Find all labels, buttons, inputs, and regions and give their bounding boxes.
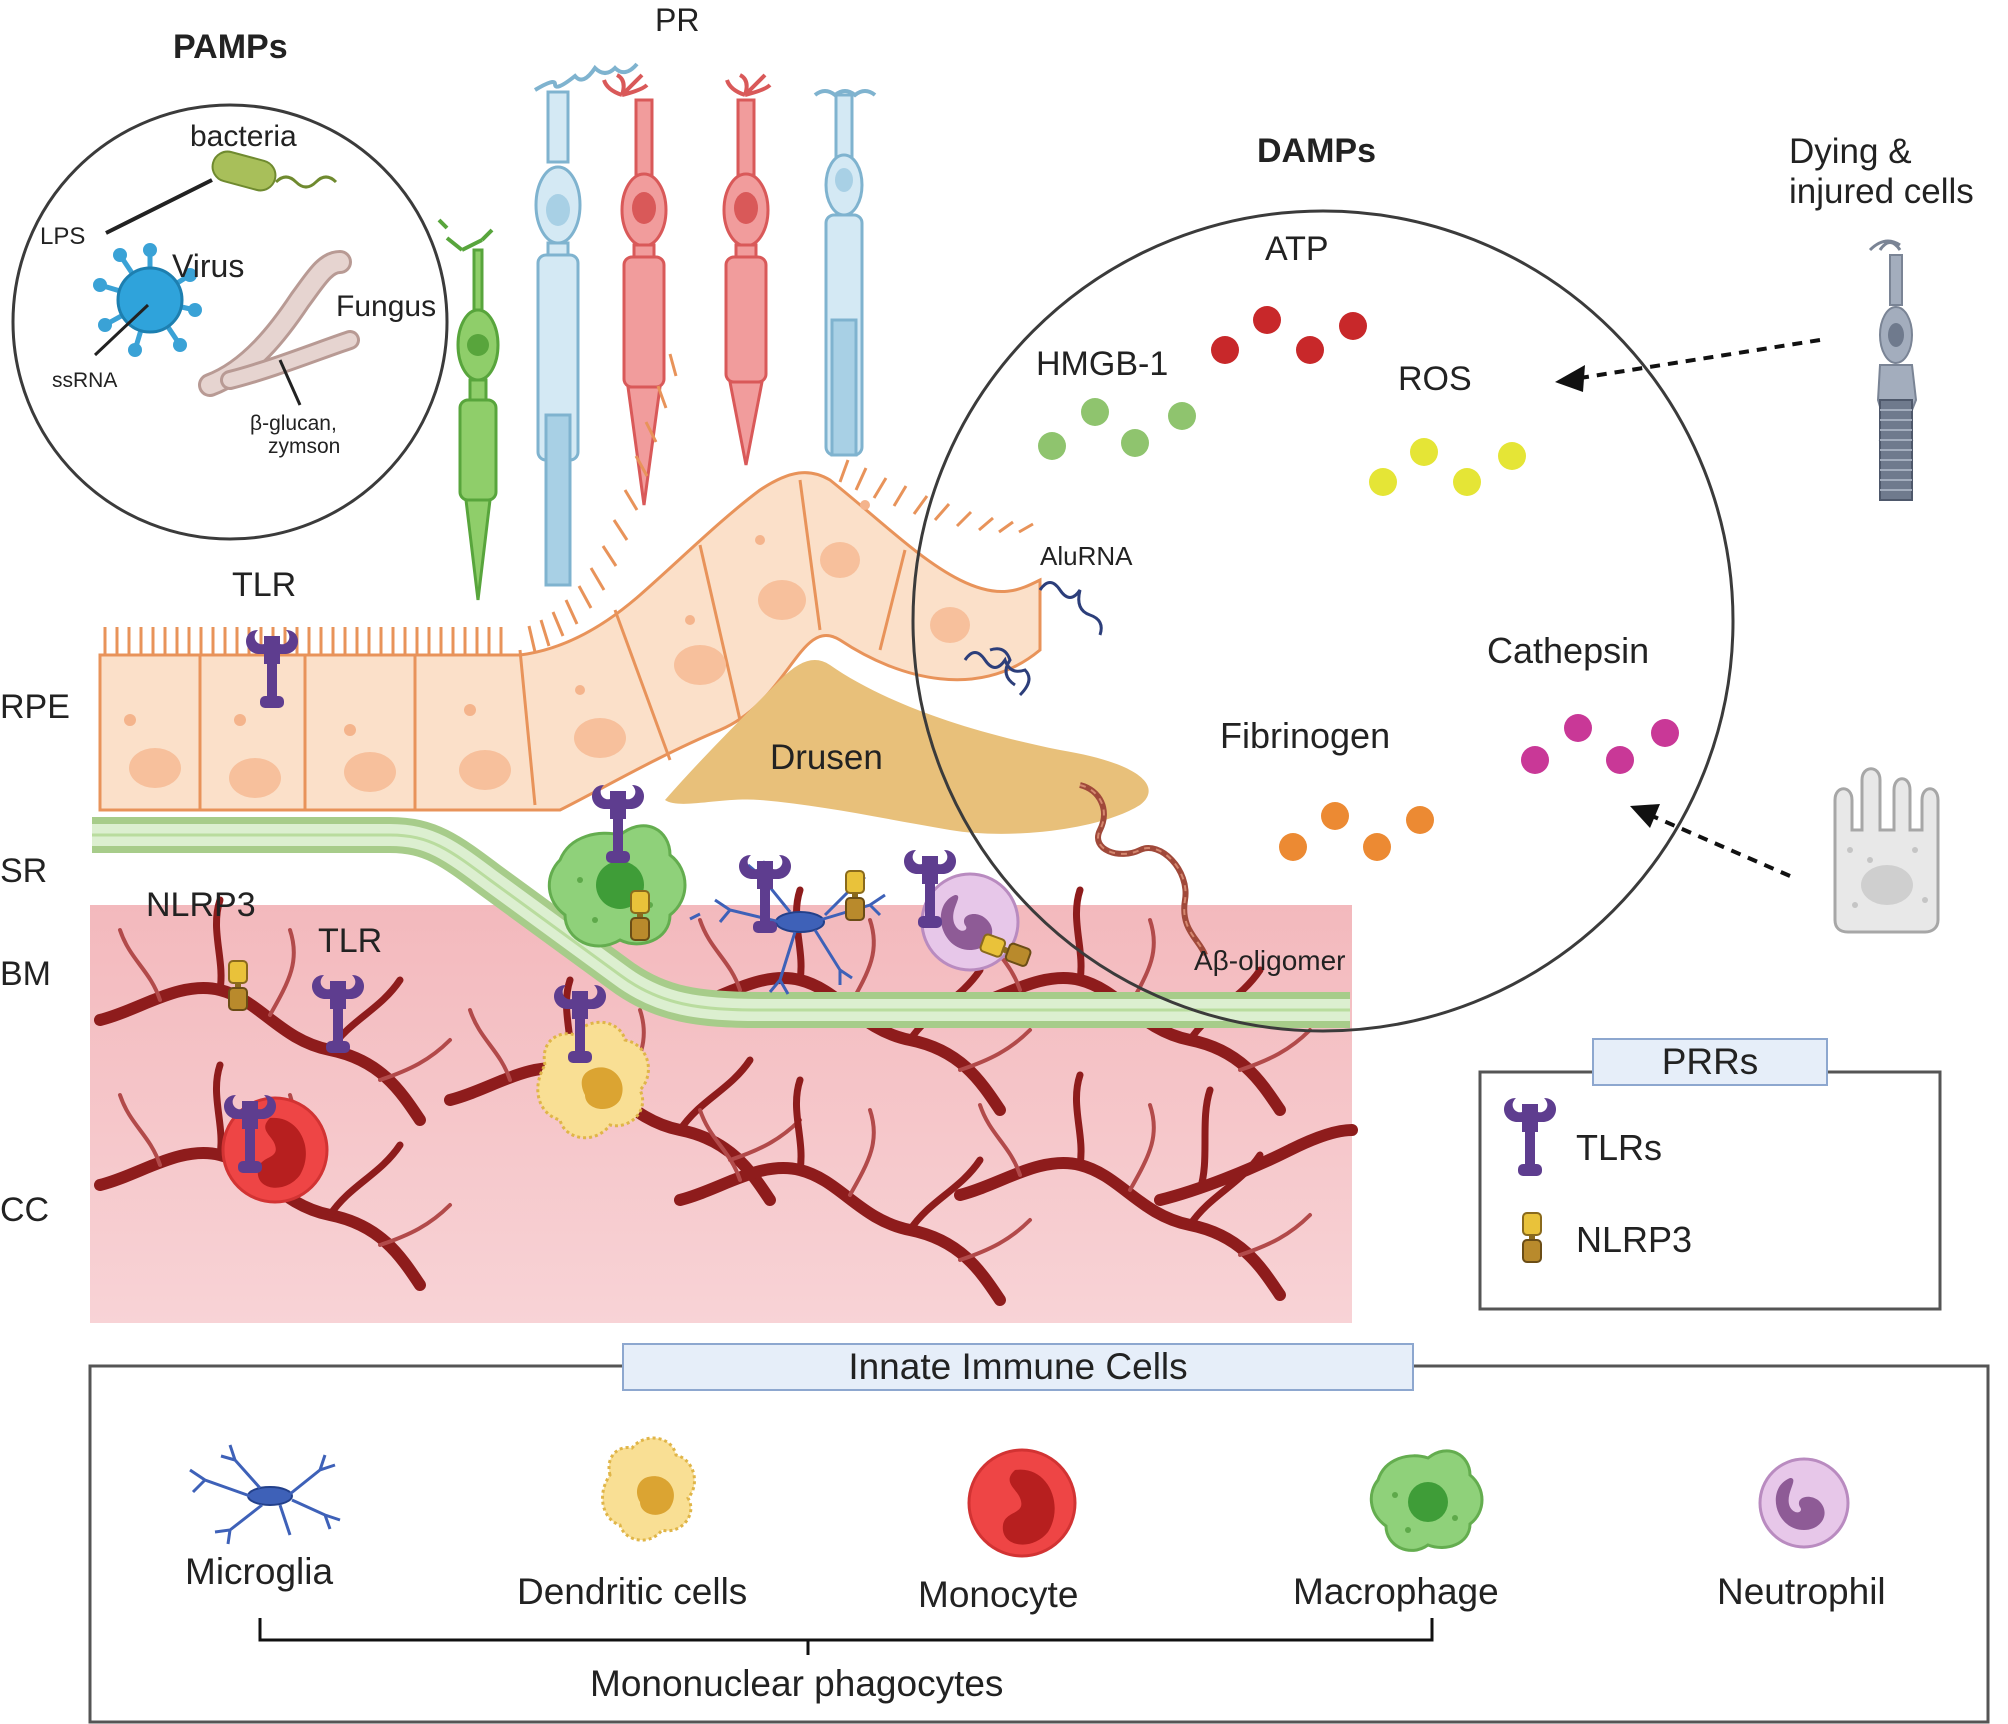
hmgb1-label: HMGB-1 (1036, 345, 1169, 383)
cathepsin-label: Cathepsin (1487, 630, 1650, 671)
alurna-label: AluRNA (1040, 541, 1133, 571)
nlrp3-cc-label: NLRP3 (146, 886, 256, 924)
nlrp3-inflammasome-microglia (845, 870, 865, 921)
bacteria-icon (211, 150, 338, 192)
mononuclear-phagocytes-bracket (258, 1618, 1434, 1655)
photoreceptor-blue-2 (813, 89, 877, 457)
cathepsin-molecules (1521, 714, 1679, 774)
dying-cells-label-line1: Dying & (1789, 132, 1912, 171)
virus-icon (93, 243, 202, 357)
dendritic-cells-label: Dendritic cells (517, 1571, 748, 1612)
rpe-layer-label: RPE (0, 688, 70, 726)
ros-molecules (1369, 438, 1526, 496)
dying-cells-label-line2: injured cells (1789, 172, 1974, 211)
bacteria-label: bacteria (190, 120, 297, 153)
lps-label: LPS (40, 223, 86, 250)
bm-layer-label: BM (0, 955, 51, 993)
atp-molecules (1211, 306, 1367, 364)
pamps-title: PAMPs (173, 28, 288, 66)
sr-layer-label: SR (0, 852, 48, 890)
tlr-rpe-label: TLR (232, 566, 297, 604)
ssrna-label: ssRNA (52, 369, 118, 392)
hmgb1-molecules (1038, 398, 1196, 460)
rpe-layer (98, 353, 1042, 812)
photoreceptor-blue-1 (533, 62, 639, 587)
prrs-legend-box (1478, 1070, 1942, 1311)
dying-photoreceptor-icon (1868, 239, 1918, 501)
drusen-label: Drusen (770, 738, 883, 777)
legend-dendritic-icon (601, 1436, 696, 1542)
fibrinogen-label: Fibrinogen (1220, 715, 1391, 756)
choroid-vessels (100, 890, 1358, 1300)
damps-title: DAMPs (1257, 132, 1377, 170)
mononuclear-phagocytes-label: Mononuclear phagocytes (590, 1663, 1004, 1704)
virus-label: Virus (172, 248, 245, 284)
photoreceptor-label: PR (655, 2, 700, 38)
fungus-label: Fungus (336, 290, 437, 323)
dying-cell-arrows (1555, 338, 1821, 878)
damps-circle (911, 209, 1735, 1033)
prrs-legend-title: PRRs (1592, 1038, 1828, 1086)
alurna-strands (963, 581, 1103, 697)
microglia-cell-in-tissue (689, 860, 886, 995)
cc-layer-label: CC (0, 1191, 50, 1229)
macrophage-label: Macrophage (1293, 1571, 1499, 1612)
atp-label: ATP (1265, 230, 1329, 268)
photoreceptor-red-2 (722, 73, 772, 466)
drusen-deposit (665, 660, 1149, 834)
fibrinogen-molecules (1279, 802, 1434, 861)
dendritic-cell-in-tissue (536, 1020, 650, 1140)
legend-macrophage-icon (1369, 1449, 1484, 1552)
legend-monocyte-icon (967, 1448, 1077, 1558)
lps-pointer (105, 178, 213, 235)
prrs-legend-tlrs-label: TLRs (1576, 1127, 1663, 1168)
legend-neutrophil-icon (1758, 1457, 1850, 1549)
legend-microglia-icon (189, 1444, 341, 1545)
ros-label: ROS (1398, 360, 1472, 398)
photoreceptor-green (437, 218, 500, 601)
abeta-oligomer-label: Aβ-oligomer (1194, 945, 1346, 976)
microglia-label: Microglia (185, 1551, 334, 1592)
photoreceptor-red-1 (602, 73, 668, 506)
pamps-circle (11, 103, 449, 541)
dying-rpe-cell-icon (1833, 767, 1940, 934)
monocyte-label: Monocyte (918, 1574, 1079, 1615)
neutrophil-label: Neutrophil (1717, 1571, 1886, 1612)
innate-cells-title: Innate Immune Cells (622, 1343, 1414, 1391)
fungus-icon (198, 250, 360, 406)
prrs-legend-nlrp3-label: NLRP3 (1576, 1219, 1693, 1260)
beta-glucan-label: β-glucan, (250, 412, 337, 435)
tlr-cc-label: TLR (318, 922, 383, 960)
zymson-label: zymson (268, 435, 341, 458)
